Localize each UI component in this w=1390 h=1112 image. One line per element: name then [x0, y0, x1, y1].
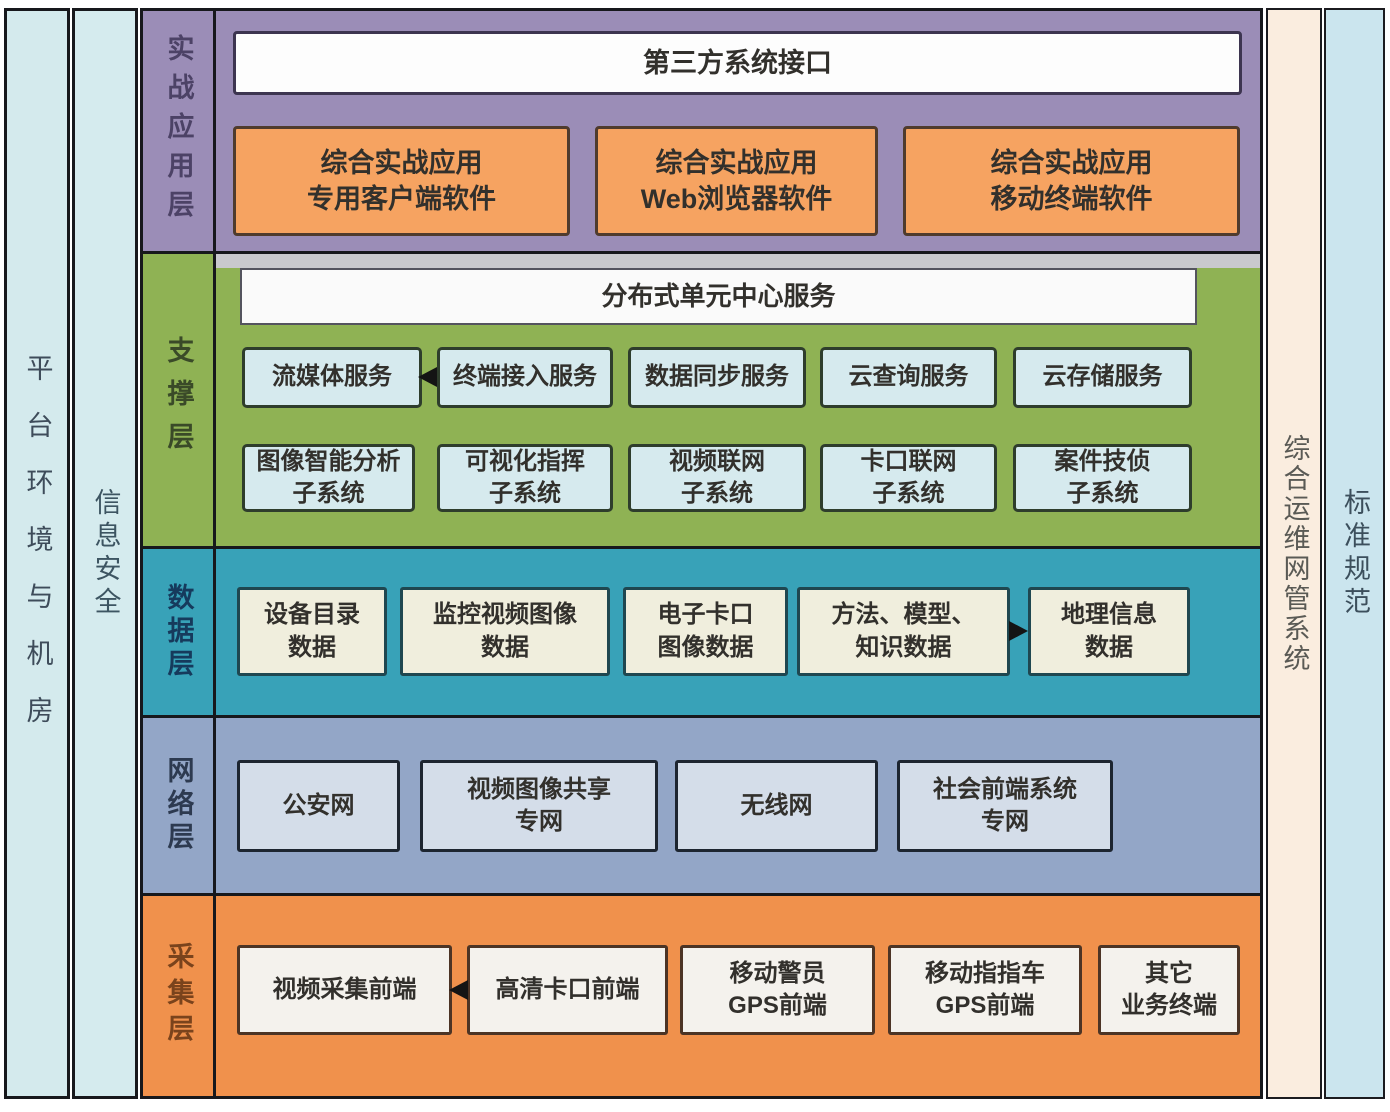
layer-collection-label: 采集层	[163, 942, 194, 1050]
box-social-frontend-network: 社会前端系统 专网	[897, 760, 1113, 852]
sidebar-operations-network-management: 综合运维网管系统	[1266, 8, 1322, 1099]
layer-data-content: 设备目录 数据 监控视频图像 数据 电子卡口 图像数据 方法、模型、 知识数据 …	[216, 549, 1260, 715]
sidebar-platform-environment-label: 平台环境与机房	[22, 354, 53, 753]
layer-collection-content: 视频采集前端 高清卡口前端 移动警员 GPS前端 移动指指车 GPS前端 其它 …	[216, 896, 1260, 1096]
box-surveillance-video-data: 监控视频图像 数据	[400, 587, 610, 676]
box-video-capture-frontend: 视频采集前端	[237, 945, 452, 1035]
box-cloud-storage-service: 云存储服务	[1013, 347, 1192, 408]
box-video-network-subsystem: 视频联网 子系统	[628, 444, 806, 512]
box-geographic-information-data: 地理信息 数据	[1028, 587, 1190, 676]
box-web-browser-software: 综合实战应用 Web浏览器软件	[595, 126, 878, 236]
box-method-model-knowledge-data: 方法、模型、 知识数据	[797, 587, 1010, 676]
arrow-right-icon	[1009, 621, 1028, 641]
box-command-vehicle-gps-frontend: 移动指指车 GPS前端	[888, 945, 1082, 1035]
layer-collection-label-column: 采集层	[143, 896, 216, 1096]
box-cloud-query-service: 云查询服务	[820, 347, 997, 408]
box-device-catalog-data: 设备目录 数据	[237, 587, 387, 676]
box-e-checkpoint-image-data: 电子卡口 图像数据	[623, 587, 788, 676]
box-video-sharing-network: 视频图像共享 专网	[420, 760, 658, 852]
box-terminal-access-service: 终端接入服务	[437, 347, 613, 408]
arrow-left-icon	[449, 980, 468, 1000]
layer-support-label-column: 支撑层	[143, 254, 216, 546]
layer-network: 网络层 公安网 视频图像共享 专网 无线网 社会前端系统 专网	[143, 715, 1260, 893]
layer-practical-application: 实战应用层 第三方系统接口 综合实战应用 专用客户端软件 综合实战应用 Web浏…	[143, 11, 1260, 251]
layer-practical-content: 第三方系统接口 综合实战应用 专用客户端软件 综合实战应用 Web浏览器软件 综…	[216, 11, 1260, 251]
box-public-security-network: 公安网	[237, 760, 400, 852]
box-mobile-police-gps-frontend: 移动警员 GPS前端	[680, 945, 875, 1035]
box-data-sync-service: 数据同步服务	[628, 347, 806, 408]
box-wireless-network: 无线网	[675, 760, 878, 852]
layer-network-label: 网络层	[163, 756, 194, 855]
box-client-software: 综合实战应用 专用客户端软件	[233, 126, 570, 236]
box-image-analysis-subsystem: 图像智能分析 子系统	[242, 444, 415, 512]
sidebar-standards-specifications: 标准规范	[1324, 8, 1385, 1099]
layer-stack: 实战应用层 第三方系统接口 综合实战应用 专用客户端软件 综合实战应用 Web浏…	[140, 8, 1263, 1099]
layer-practical-label: 实战应用层	[163, 33, 194, 229]
sidebar-platform-environment: 平台环境与机房	[4, 8, 70, 1099]
layer-data-label-column: 数据层	[143, 549, 216, 715]
box-checkpoint-network-subsystem: 卡口联网 子系统	[820, 444, 997, 512]
sidebar-operations-network-management-label: 综合运维网管系统	[1279, 433, 1310, 674]
layer-collection: 采集层 视频采集前端 高清卡口前端 移动警员 GPS前端 移动指指车 GPS前端…	[143, 893, 1260, 1096]
layer-network-content: 公安网 视频图像共享 专网 无线网 社会前端系统 专网	[216, 718, 1260, 893]
layer-data: 数据层 设备目录 数据 监控视频图像 数据 电子卡口 图像数据 方法、模型、 知…	[143, 546, 1260, 715]
box-hd-checkpoint-frontend: 高清卡口前端	[467, 945, 668, 1035]
layer-network-label-column: 网络层	[143, 718, 216, 893]
sidebar-information-security: 信息安全	[72, 8, 138, 1099]
arrow-left-icon	[418, 367, 437, 387]
box-other-business-terminals: 其它 业务终端	[1098, 945, 1240, 1035]
layer-support-label: 支撑层	[163, 335, 194, 465]
sidebar-standards-specifications-label: 标准规范	[1340, 487, 1370, 620]
box-third-party-interface: 第三方系统接口	[233, 31, 1242, 95]
box-case-investigation-subsystem: 案件技侦 子系统	[1013, 444, 1192, 512]
box-visual-command-subsystem: 可视化指挥 子系统	[437, 444, 613, 512]
layer-data-label: 数据层	[163, 582, 194, 682]
box-mobile-terminal-software: 综合实战应用 移动终端软件	[903, 126, 1240, 236]
layer-practical-label-column: 实战应用层	[143, 11, 216, 251]
support-top-strip	[216, 254, 1260, 268]
sidebar-information-security-label: 信息安全	[90, 487, 121, 620]
box-distributed-unit-center-service: 分布式单元中心服务	[240, 268, 1197, 325]
box-streaming-media-service: 流媒体服务	[242, 347, 422, 408]
layer-support-content: 分布式单元中心服务 流媒体服务 终端接入服务 数据同步服务 云查询服务 云存储服…	[216, 254, 1260, 546]
layer-support: 支撑层 分布式单元中心服务 流媒体服务 终端接入服务 数据同步服务 云查询服务 …	[143, 251, 1260, 546]
